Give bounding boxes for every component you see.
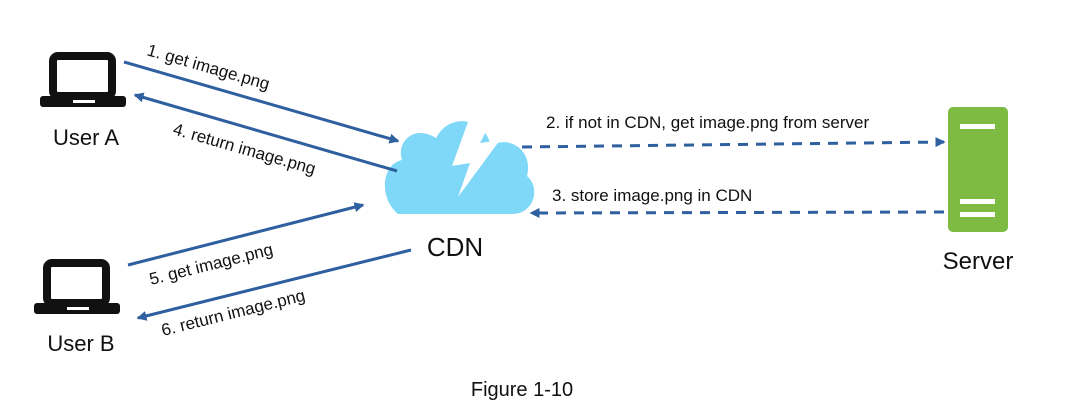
laptop-icon (34, 259, 120, 314)
edge-1-arrow (123, 60, 400, 144)
user-b-label: User B (47, 331, 114, 356)
cloud-shape (384, 121, 535, 214)
edge-5-arrow (127, 202, 365, 267)
edge-4-label: 4. return image.png (171, 120, 318, 179)
edge-6-arrow (136, 248, 412, 321)
edge-4: 4. return image.png (133, 92, 398, 179)
edge-5: 5. get image.png (127, 202, 365, 289)
edge-2-label: 2. if not in CDN, get image.png from ser… (546, 113, 869, 132)
edge-2-arrow (521, 137, 946, 149)
laptop-icon (40, 52, 126, 107)
user-a-node: User A (40, 52, 126, 150)
edge-2: 2. if not in CDN, get image.png from ser… (521, 113, 946, 149)
server-icon (948, 107, 1008, 232)
cdn-node: CDN (384, 121, 535, 262)
cloud-lightning-icon (384, 121, 535, 214)
edge-3-label: 3. store image.png in CDN (552, 186, 752, 205)
edge-5-label: 5. get image.png (147, 240, 274, 289)
edge-3: 3. store image.png in CDN (529, 186, 945, 218)
edge-3-arrow (529, 207, 945, 218)
lightning-bolt (452, 122, 500, 197)
cdn-label: CDN (427, 232, 483, 262)
server-node: Server (943, 107, 1014, 275)
server-label: Server (943, 248, 1014, 275)
edge-4-arrow (133, 92, 398, 173)
figure-caption: Figure 1-10 (471, 379, 573, 401)
user-b-node: User B (34, 259, 120, 356)
edge-1: 1. get image.png (123, 41, 400, 144)
user-a-label: User A (53, 125, 119, 150)
